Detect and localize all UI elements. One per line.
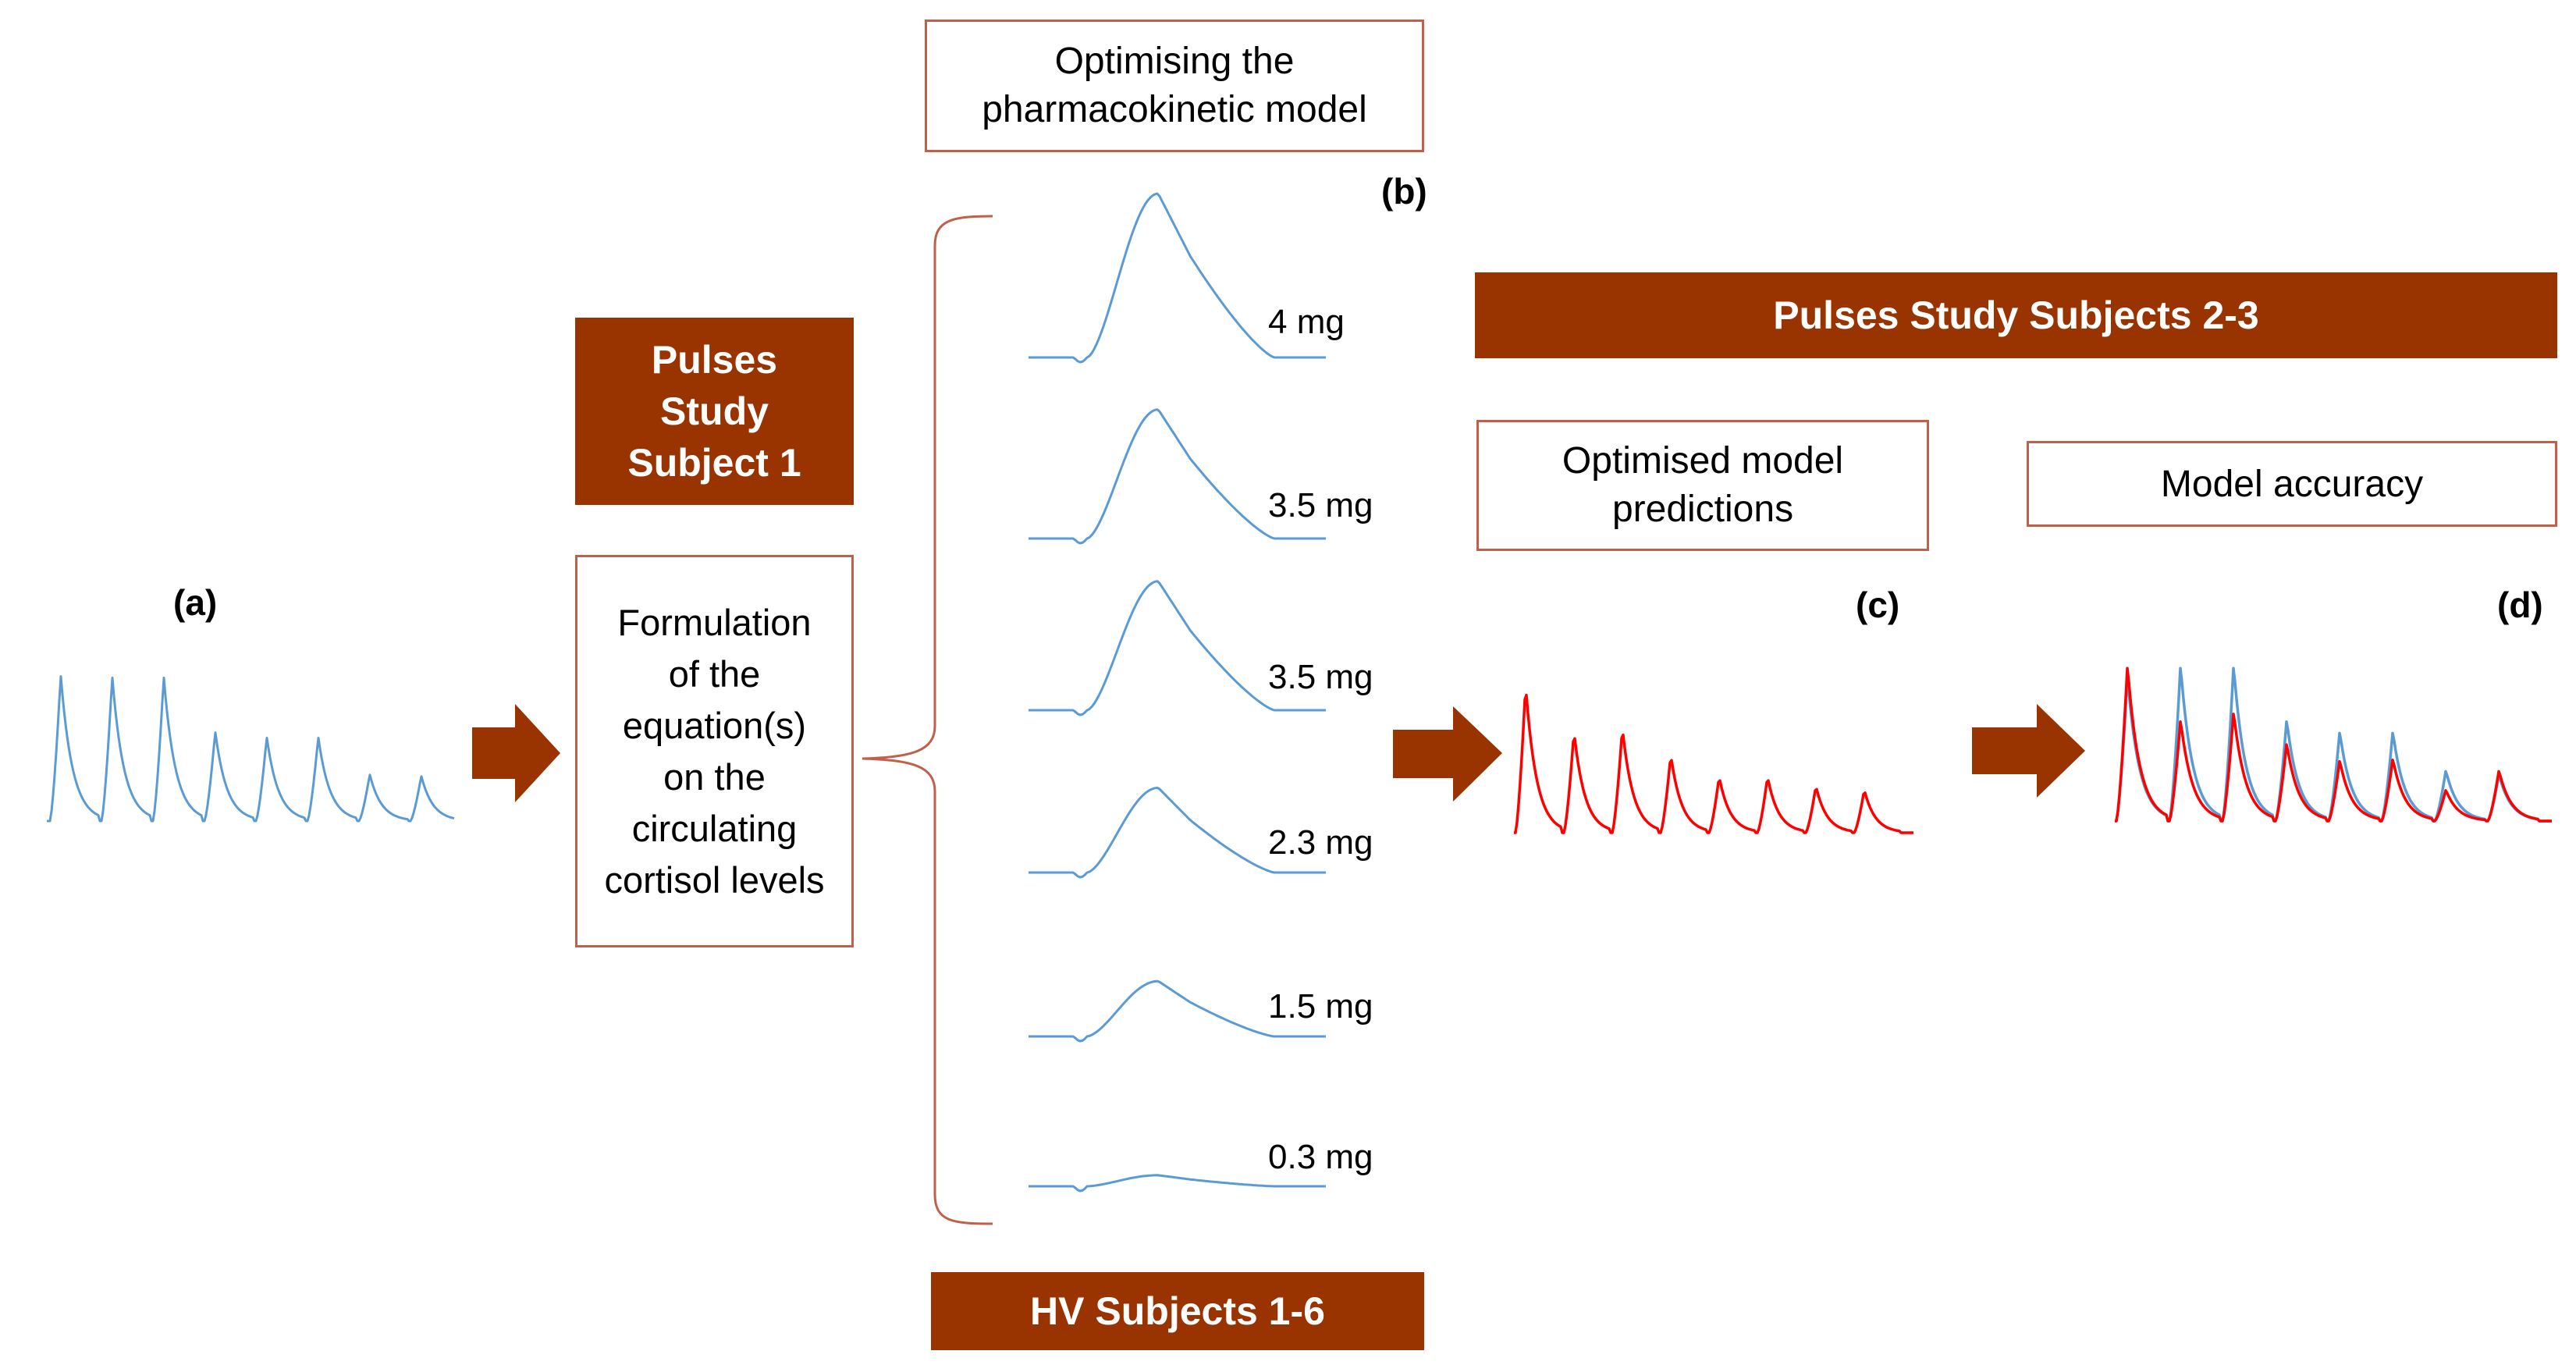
- dose-trace-5: [1029, 979, 1326, 1043]
- pulses-subjects23-box: Pulses Study Subjects 2-3: [1475, 272, 2557, 358]
- dose-label-6: 0.3 mg: [1268, 1138, 1373, 1176]
- hv-subjects-box: HV Subjects 1-6: [931, 1272, 1424, 1350]
- optimising-pk-text: Optimising the pharmacokinetic model: [982, 41, 1367, 130]
- dose-label-1: 4 mg: [1268, 303, 1345, 341]
- dose-label-3: 3.5 mg: [1268, 658, 1373, 696]
- formulation-box: Formulation of the equation(s) on the ci…: [575, 555, 854, 947]
- pulses-subjects23-text: Pulses Study Subjects 2-3: [1773, 293, 2259, 337]
- panel-label-a: (a): [173, 582, 218, 623]
- arrow-right-icon: [1972, 704, 2085, 798]
- cortisol-trace-a-line: [47, 675, 455, 823]
- panel-label-d: (d): [2497, 585, 2543, 625]
- cortisol-trace-a: [47, 675, 455, 823]
- hv-subjects-text: HV Subjects 1-6: [1030, 1289, 1325, 1333]
- dose-trace-4: [1029, 786, 1326, 879]
- dose-trace-1: [1029, 192, 1326, 364]
- prediction-trace-c-line: [1514, 693, 1913, 834]
- accuracy-trace-d-predicted: [2115, 667, 2552, 823]
- optimised-predictions-text: Optimised model predictions: [1562, 440, 1844, 530]
- dose-label-5: 1.5 mg: [1268, 987, 1373, 1026]
- pulses-subject1-box: Pulses Study Subject 1: [575, 318, 854, 505]
- panel-label-b: (b): [1381, 171, 1427, 212]
- prediction-trace-c: [1514, 693, 1913, 834]
- pulses-subject1-text: Pulses Study Subject 1: [627, 338, 801, 485]
- dose-trace-group: [1029, 192, 1326, 1193]
- dose-label-2: 3.5 mg: [1268, 486, 1373, 524]
- formulation-text: Formulation of the equation(s) on the ci…: [604, 601, 825, 901]
- dose-trace-2: [1029, 408, 1326, 545]
- panel-label-c: (c): [1856, 585, 1900, 625]
- dose-trace-3: [1029, 580, 1326, 716]
- optimising-pk-box: Optimising the pharmacokinetic model: [925, 20, 1424, 152]
- dose-label-4: 2.3 mg: [1268, 823, 1373, 862]
- arrow-right-icon: [472, 704, 560, 802]
- model-accuracy-text: Model accuracy: [2160, 463, 2424, 505]
- accuracy-trace-d: [2115, 667, 2552, 823]
- optimised-predictions-box: Optimised model predictions: [1476, 420, 1929, 551]
- arrow-right-icon: [1393, 706, 1502, 802]
- model-accuracy-box: Model accuracy: [2027, 441, 2557, 527]
- dose-trace-6: [1029, 1174, 1326, 1193]
- brace-icon: [862, 215, 993, 1225]
